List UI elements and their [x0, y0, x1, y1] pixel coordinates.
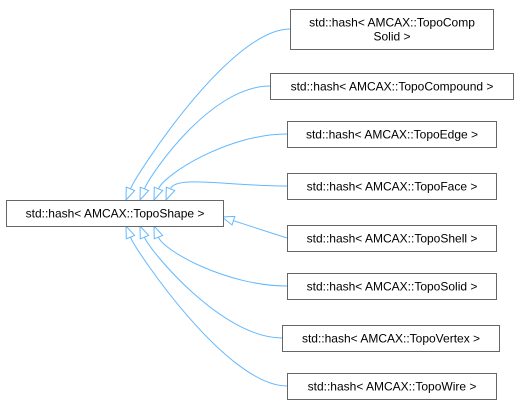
derived-class-node-box	[287, 173, 497, 200]
derived-class-node-label: std::hash< AMCAX::TopoComp	[309, 16, 475, 30]
derived-class-node-box	[287, 373, 497, 400]
derived-class-node[interactable]: std::hash< AMCAX::TopoEdge >	[287, 121, 497, 148]
derived-class-node[interactable]: std::hash< AMCAX::TopoShell >	[287, 225, 497, 252]
edge-arrowhead	[220, 215, 236, 226]
derived-class-node-box	[290, 9, 494, 50]
inheritance-edge	[129, 236, 288, 387]
derived-class-node[interactable]: std::hash< AMCAX::TopoFace >	[287, 173, 497, 200]
class-nodes: std::hash< AMCAX::TopoShape >std::hash< …	[6, 9, 514, 400]
edge-arrowhead	[139, 224, 150, 240]
inheritance-edge	[143, 236, 283, 339]
derived-class-node-label: std::hash< AMCAX::TopoEdge >	[306, 128, 478, 142]
derived-class-node-box	[287, 121, 497, 148]
derived-class-node-label: std::hash< AMCAX::TopoCompound >	[291, 80, 494, 94]
derived-class-node[interactable]: std::hash< AMCAX::TopoCompound >	[270, 73, 514, 100]
derived-class-node-label: std::hash< AMCAX::TopoWire >	[308, 380, 477, 394]
edge-arrowhead	[125, 224, 136, 240]
edge-arrowhead	[153, 186, 164, 202]
derived-class-node-label: std::hash< AMCAX::TopoShell >	[307, 232, 478, 246]
derived-class-node[interactable]: std::hash< AMCAX::TopoSolid >	[287, 273, 497, 300]
derived-class-node-box	[282, 325, 500, 352]
inheritance-edge	[233, 220, 288, 239]
inheritance-edges	[125, 28, 291, 387]
derived-class-node-label: std::hash< AMCAX::TopoVertex >	[302, 332, 480, 346]
derived-class-node[interactable]: std::hash< AMCAX::TopoVertex >	[282, 325, 500, 352]
derived-class-node-box	[287, 225, 497, 252]
derived-class-node-label: std::hash< AMCAX::TopoFace >	[307, 180, 478, 194]
inheritance-edge	[157, 236, 288, 287]
inheritance-edge	[129, 28, 291, 190]
edge-arrowhead	[153, 224, 164, 240]
base-class-node-label: std::hash< AMCAX::TopoShape >	[26, 207, 205, 221]
base-class-node[interactable]: std::hash< AMCAX::TopoShape >	[6, 200, 224, 227]
inheritance-edge	[169, 181, 288, 190]
inheritance-edge	[143, 85, 271, 190]
derived-class-node[interactable]: std::hash< AMCAX::TopoWire >	[287, 373, 497, 400]
base-class-node-box	[6, 200, 224, 227]
edge-arrowhead	[125, 186, 136, 202]
derived-class-node-box	[270, 73, 514, 100]
edge-arrowhead	[165, 186, 176, 202]
inheritance-edge	[157, 133, 288, 190]
derived-class-node-box	[287, 273, 497, 300]
derived-class-node-label: Solid >	[373, 30, 410, 44]
edge-arrowhead	[139, 186, 150, 202]
derived-class-node-label: std::hash< AMCAX::TopoSolid >	[307, 280, 478, 294]
